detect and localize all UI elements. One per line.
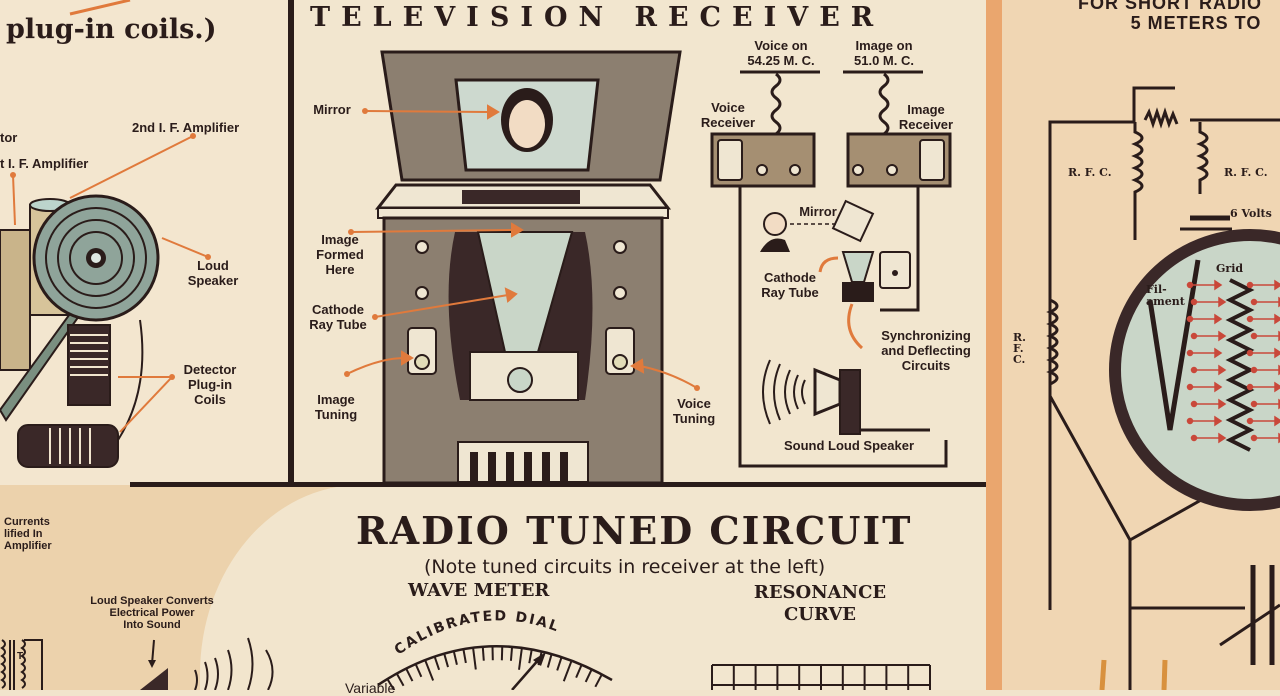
electron-dot: [1248, 317, 1253, 322]
electron-dot: [1188, 351, 1193, 356]
label-rfc-right: R. F. C.: [1224, 166, 1268, 179]
rheostat: [1145, 112, 1177, 124]
electron-dot: [1188, 317, 1193, 322]
electron-dot: [1252, 300, 1257, 305]
electron-dot: [1192, 436, 1197, 441]
electron-dot: [1192, 300, 1197, 305]
rfc-coil-left: [1135, 122, 1142, 240]
electron-dot: [1192, 368, 1197, 373]
electron-dot: [1188, 419, 1193, 424]
label-6-volts: 6 Volts: [1230, 207, 1272, 220]
electron-dot: [1248, 351, 1253, 356]
label-filament: Fil- ament: [1146, 284, 1185, 308]
electron-dot: [1248, 385, 1253, 390]
electron-dot: [1252, 368, 1257, 373]
rfc-coil-right: [1200, 122, 1207, 194]
electron-dot: [1252, 334, 1257, 339]
electron-dot: [1248, 283, 1253, 288]
label-rfc-left: R. F. C.: [1068, 166, 1112, 179]
label-grid: Grid: [1216, 262, 1243, 275]
electron-dot: [1192, 402, 1197, 407]
electron-dot: [1252, 402, 1257, 407]
electron-dot: [1192, 334, 1197, 339]
electron-dot: [1248, 419, 1253, 424]
electron-dot: [1188, 385, 1193, 390]
label-rfc-vertical: R. F. C.: [1013, 332, 1026, 365]
tube-pins: [1102, 660, 1165, 690]
electron-dot: [1252, 436, 1257, 441]
electron-dot: [1188, 283, 1193, 288]
